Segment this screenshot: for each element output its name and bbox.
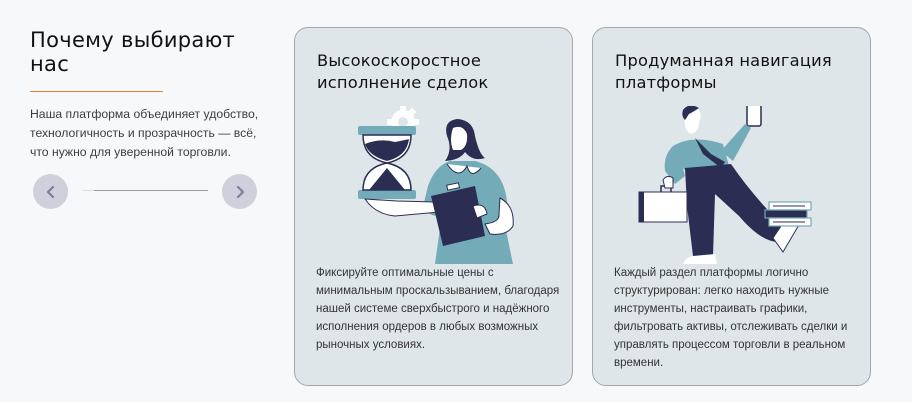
man-briefcase-illustration: [638, 106, 812, 264]
section-description: Наша платформа объединяет удобство, техн…: [30, 107, 259, 159]
accent-divider: [30, 91, 163, 92]
carousel-navigation: [33, 174, 259, 209]
feature-card-navigation: Продуманная навигация платформы Каждый р…: [592, 27, 871, 386]
carousel-progress-thumb[interactable]: [83, 190, 94, 191]
woman-hourglass-illustration: [358, 106, 514, 264]
carousel-progress-track[interactable]: [83, 190, 208, 191]
carousel-prev-button[interactable]: [33, 174, 68, 209]
section-title: Почему выбирают нас: [30, 28, 236, 76]
card-title: Продуманная навигация платформы: [615, 51, 832, 92]
card-text: Фиксируйте оптимальные цены с минимальны…: [316, 267, 560, 351]
feature-card-execution: Высокоскоростное исполнение сделок Ф: [294, 27, 573, 386]
chevron-left-icon: [46, 185, 54, 198]
chevron-right-icon: [236, 185, 244, 198]
phone-icon: [746, 106, 762, 127]
card-title: Высокоскоростное исполнение сделок: [317, 51, 489, 92]
carousel-next-button[interactable]: [222, 174, 257, 209]
card-text: Каждый раздел платформы логично структур…: [614, 267, 848, 369]
intro-section: Почему выбирают нас Наша платформа объед…: [30, 28, 270, 162]
